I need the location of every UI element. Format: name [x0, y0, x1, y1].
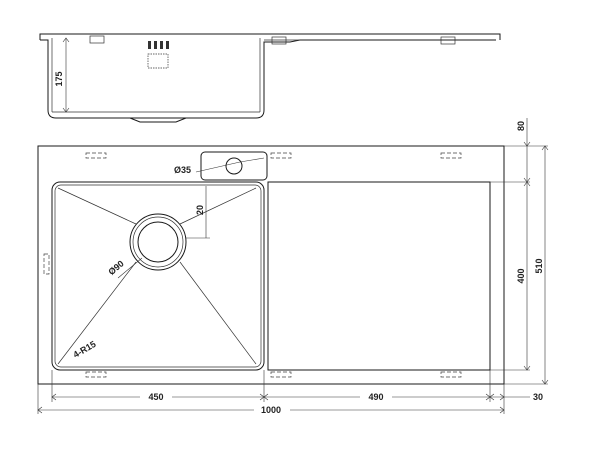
drain-outer [129, 213, 187, 271]
drainer-width-label: 490 [368, 392, 383, 402]
corner-radius-label: 4-R15 [71, 339, 97, 360]
side-view-outline [39, 33, 501, 119]
bowl-depth-label: 175 [54, 71, 64, 86]
side-view-clip-1 [89, 35, 105, 44]
plan-view: Ø35 20 Ø90 4-R15 [37, 145, 505, 385]
crease-tl [57, 187, 137, 225]
tap-hole-leader [195, 161, 241, 173]
inner-depth-label: 400 [516, 268, 526, 283]
clip-bottom-3 [440, 371, 462, 378]
horizontal-dimensions: 450 490 30 1000 [37, 370, 543, 415]
crease-br [179, 261, 257, 365]
bowl [51, 181, 265, 371]
tap-plate [200, 151, 268, 181]
crease-tr [179, 187, 257, 225]
sink-outline [37, 145, 505, 385]
clip-top-1 [85, 152, 107, 159]
overflow-grille [147, 41, 169, 69]
drain-inner [137, 221, 179, 263]
clip-left [43, 253, 50, 275]
overall-depth-label: 510 [534, 258, 544, 273]
clip-top-2 [270, 152, 292, 159]
overall-width-label: 1000 [261, 405, 281, 415]
drain-leader [117, 257, 143, 279]
clip-bottom-1 [85, 371, 107, 378]
clip-bottom-2 [270, 371, 292, 378]
side-view-clip-2 [271, 36, 287, 45]
tap-hole-leader-2 [239, 157, 265, 163]
bowl-inner [54, 184, 262, 368]
drainer-board [267, 181, 491, 371]
tap-hole [225, 157, 243, 175]
crease-bl [57, 261, 137, 365]
top-margin-label: 80 [516, 121, 526, 131]
vertical-dimensions: 80 400 510 [490, 118, 549, 385]
bowl-width-label: 450 [148, 392, 163, 402]
side-view-drain [129, 117, 187, 123]
tap-offset-label: 20 [195, 205, 205, 215]
side-view: 175 [39, 33, 501, 123]
clip-top-3 [440, 152, 462, 159]
tap-hole-label: Ø35 [174, 165, 191, 175]
side-margin-label: 30 [533, 392, 543, 402]
side-view-clip-3 [440, 36, 456, 45]
drain-mid [132, 216, 184, 268]
